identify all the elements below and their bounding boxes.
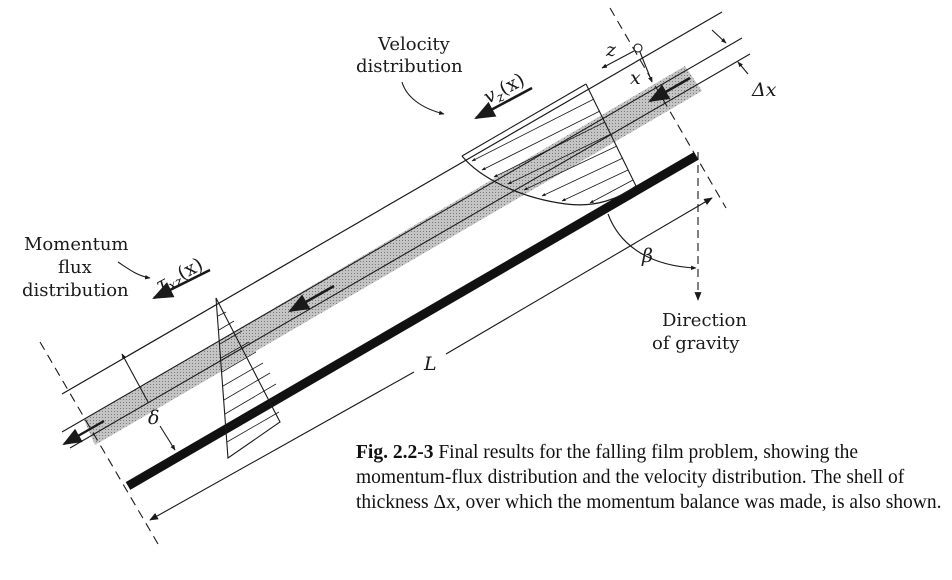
dx-dimension-upper [711, 29, 727, 44]
shell-boundary-lower [69, 53, 751, 449]
thickness-dimension-bottom [159, 425, 176, 451]
film-free-surface [61, 11, 723, 395]
beta-angle-arc [607, 213, 697, 270]
x-axis-label: x [630, 67, 641, 89]
figure-number: Fig. 2.2-3 [356, 442, 434, 463]
coordinate-origin [633, 43, 643, 53]
dx-label: Δx [751, 79, 777, 101]
length-label: L [423, 353, 437, 375]
z-axis-label: z [605, 39, 617, 61]
z-axis-arrow [601, 50, 635, 69]
shell-boundary-upper [61, 37, 743, 433]
gravity-label-line1: Direction [662, 310, 747, 331]
vz-direction-arrow [474, 86, 533, 120]
flow-arrow-exit [648, 76, 691, 103]
momentum-callout-curve [117, 261, 151, 280]
x-axis-arrow [639, 51, 653, 83]
length-dimension-left [149, 371, 415, 521]
momentum-label-line1: Momentum [24, 234, 128, 255]
velocity-label-line2: distribution [356, 56, 463, 77]
momentum-label-line3: distribution [22, 280, 129, 301]
flow-arrow-middle [288, 284, 335, 313]
beta-label: β [641, 245, 653, 267]
flow-arrow-entry [62, 419, 105, 446]
thickness-dimension-top [121, 353, 149, 403]
figure-caption: Fig. 2.2-3 Final results for the falling… [356, 440, 946, 515]
gravity-label-line2: of gravity [652, 333, 740, 354]
velocity-label-line1: Velocity [377, 34, 451, 55]
momentum-label-line2: flux [58, 257, 92, 278]
caption-text: Final results for the falling film probl… [356, 442, 942, 513]
entry-boundary-dashed [39, 341, 159, 545]
exit-boundary-dashed [609, 7, 727, 209]
length-dimension-right [445, 197, 713, 355]
dx-dimension-lower [737, 61, 749, 75]
velocity-profile [461, 83, 637, 206]
shell-region [84, 66, 702, 445]
inclined-wall [125, 152, 699, 490]
thickness-label: δ [148, 407, 159, 429]
velocity-callout-curve [401, 81, 445, 115]
tau-symbol: τxz(x) [152, 253, 208, 299]
momentum-flux-profile [215, 297, 281, 459]
tau-direction-arrow [152, 268, 211, 300]
vz-symbol: vz(x) [480, 69, 530, 111]
